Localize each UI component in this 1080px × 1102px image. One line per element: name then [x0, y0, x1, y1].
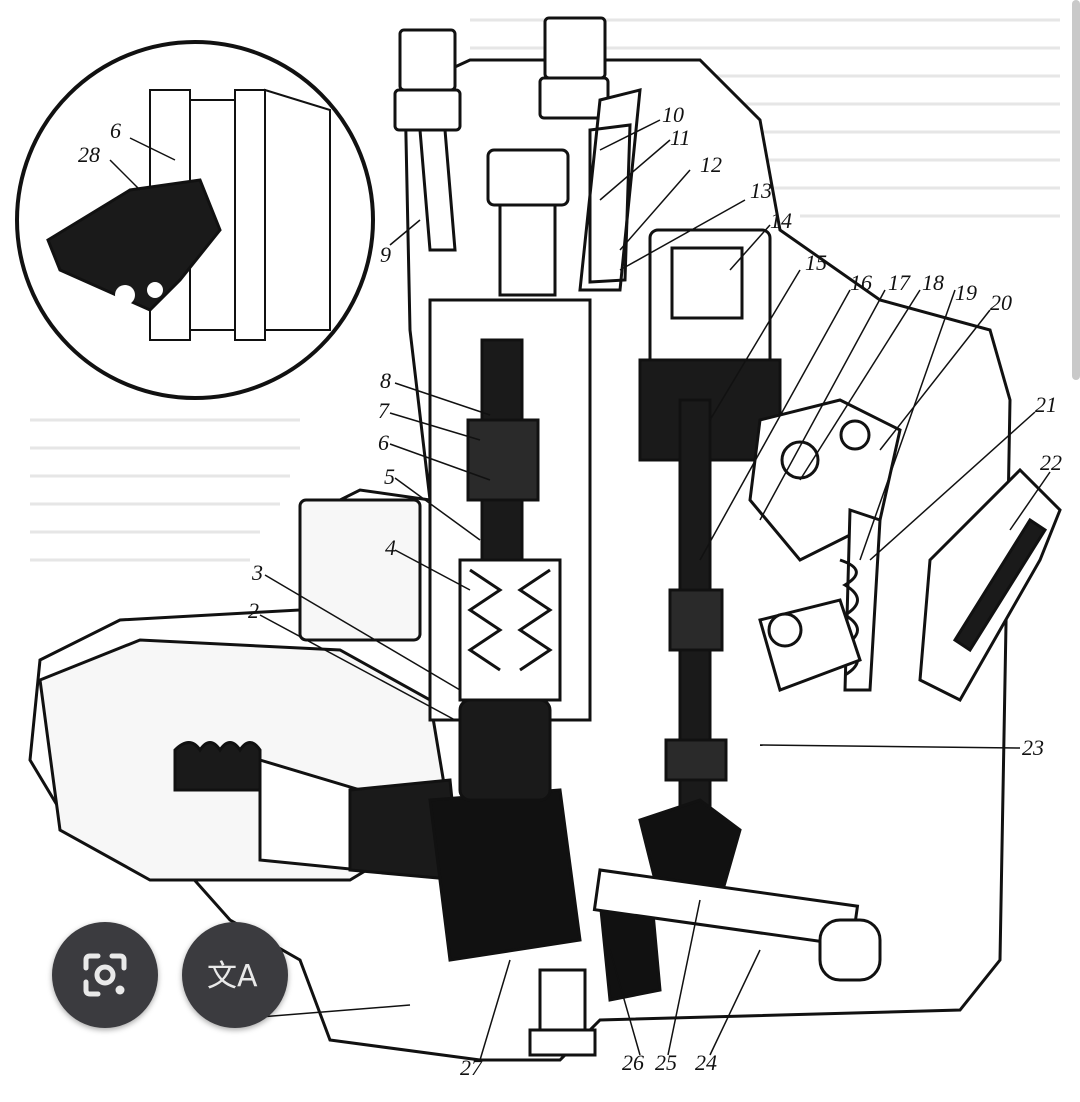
label-inset-6: 6 — [110, 118, 121, 143]
plunger-barrel — [428, 298, 592, 722]
adjuster-cartridge — [918, 467, 1062, 702]
label-2: 2 — [248, 598, 259, 623]
label-25: 25 — [655, 1050, 677, 1075]
label-20: 20 — [990, 290, 1012, 315]
label-19: 19 — [955, 280, 977, 305]
label-5: 5 — [384, 464, 395, 489]
translate-icon: 文A — [207, 959, 258, 994]
label-18: 18 — [922, 270, 944, 295]
label-4: 4 — [385, 535, 396, 560]
label-22: 22 — [1040, 450, 1062, 475]
label-12: 12 — [700, 152, 722, 177]
translate-button[interactable]: 文A — [182, 922, 288, 1028]
label-17: 17 — [888, 270, 911, 295]
leader-lines — [109, 119, 1051, 1061]
label-13: 13 — [750, 178, 772, 203]
label-11: 11 — [670, 125, 690, 150]
label-inset-28: 28 — [78, 142, 100, 167]
label-9: 9 — [380, 242, 391, 267]
governor-linkage — [748, 398, 902, 692]
label-3: 3 — [251, 560, 263, 585]
inset-detail — [15, 40, 375, 400]
label-27: 27 — [460, 1055, 483, 1080]
label-15: 15 — [805, 250, 827, 275]
label-26: 26 — [622, 1050, 644, 1075]
google-lens-icon — [83, 953, 127, 997]
label-24: 24 — [695, 1050, 717, 1075]
delivery-fittings — [393, 16, 642, 297]
label-10: 10 — [662, 102, 684, 127]
label-14: 14 — [770, 208, 792, 233]
label-16: 16 — [850, 270, 872, 295]
label-23: 23 — [1022, 735, 1044, 760]
label-6: 6 — [378, 430, 389, 455]
scrollbar[interactable] — [1072, 0, 1080, 380]
drive-shaft-assembly — [173, 698, 882, 1057]
label-21: 21 — [1035, 392, 1057, 417]
translate-glyph: 文A — [207, 959, 258, 994]
label-8: 8 — [380, 368, 391, 393]
lens-button[interactable] — [52, 922, 158, 1028]
governor-shaft — [638, 398, 742, 902]
callout-labels: 6 28 9 10 11 12 13 14 15 16 17 18 19 20 … — [78, 102, 1062, 1080]
label-7: 7 — [378, 398, 390, 423]
